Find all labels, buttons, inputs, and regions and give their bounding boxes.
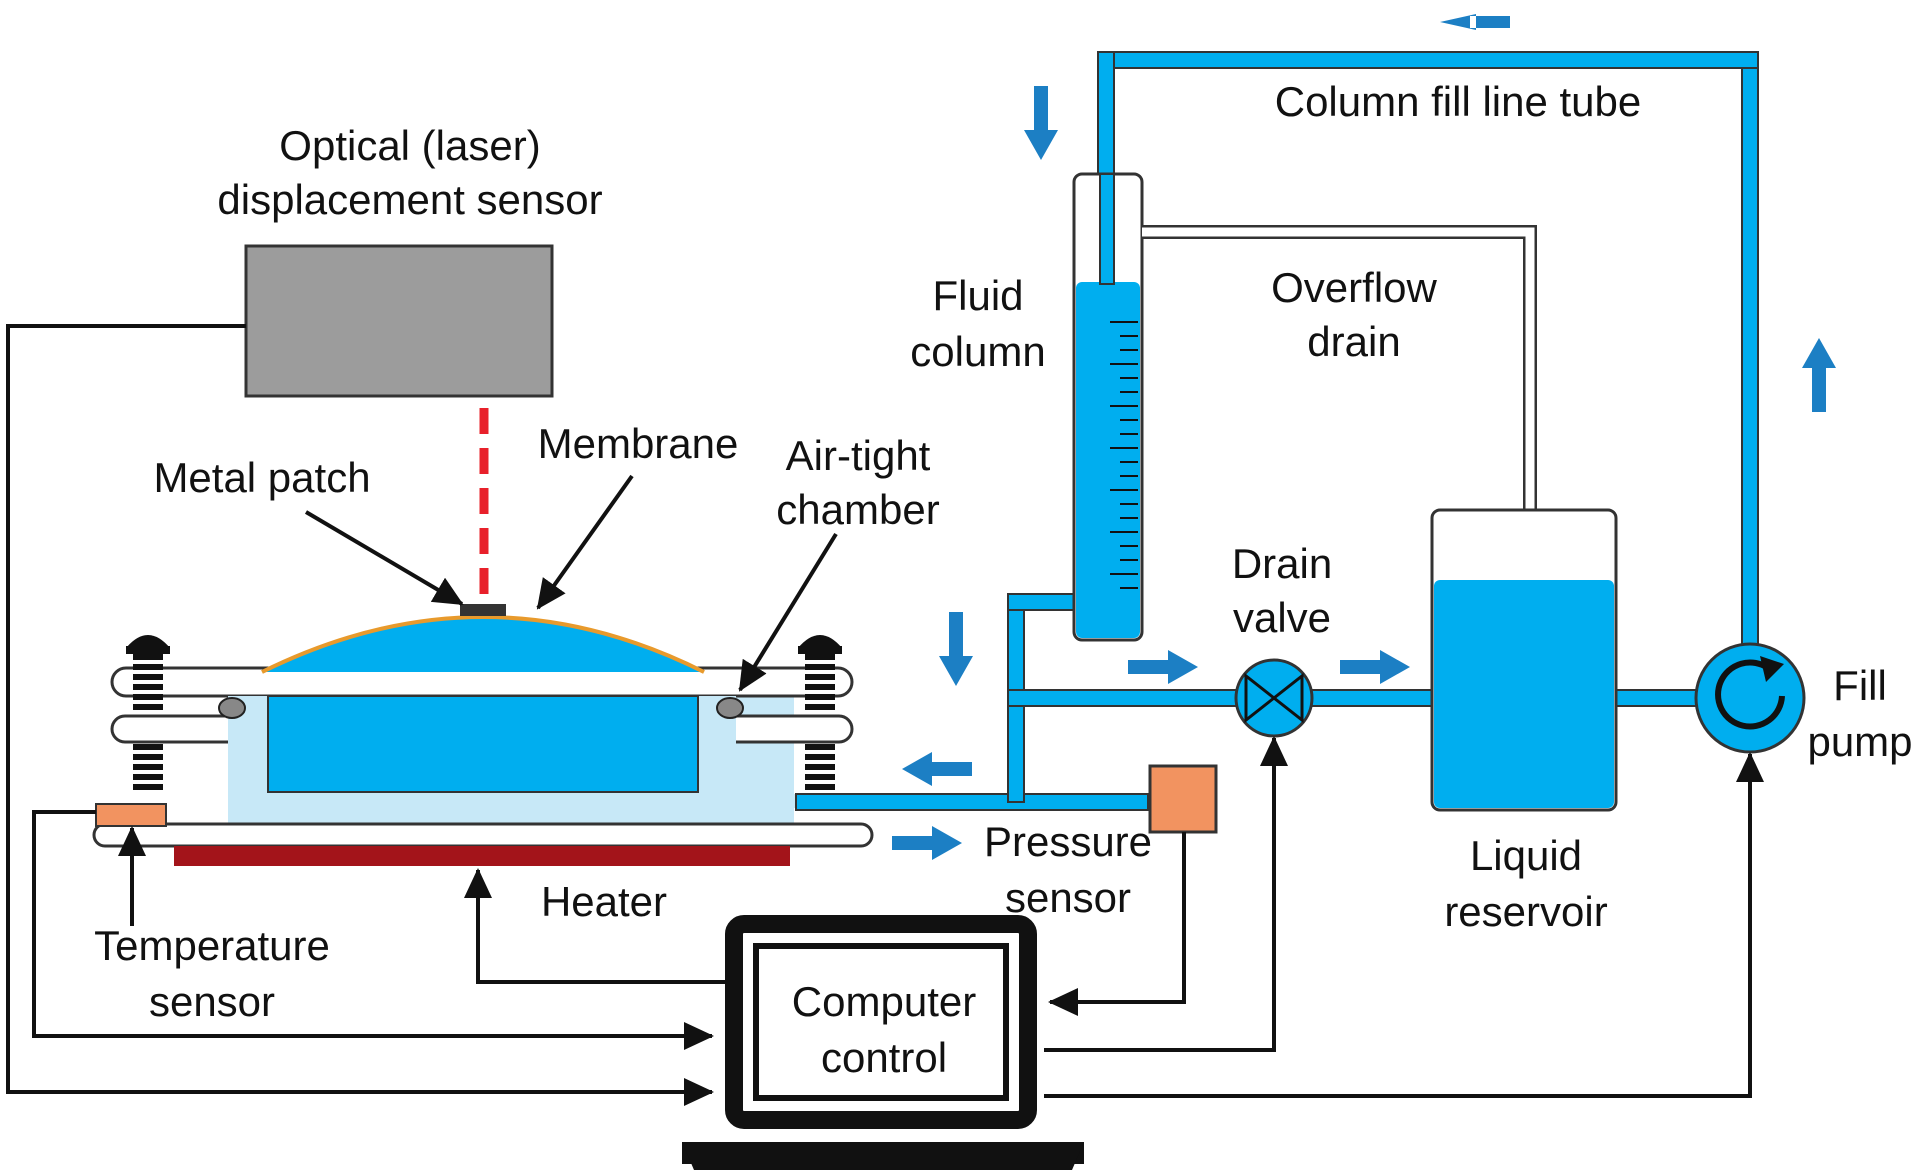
label-membrane: Membrane (538, 420, 739, 467)
label-temperature-sensor-1: Temperature (94, 922, 330, 969)
fluid-column-liquid (1076, 282, 1140, 638)
label-fill-pump-2: pump (1807, 718, 1912, 765)
chamber-port (730, 794, 796, 808)
top-plate (110, 666, 854, 698)
label-heater: Heater (541, 878, 667, 925)
flow-arrows (892, 14, 1836, 860)
chamber-fluid (267, 695, 699, 793)
optical-sensor-box (244, 244, 554, 398)
reservoir-liquid (1434, 580, 1614, 808)
label-overflow-1: Overflow (1271, 264, 1437, 311)
label-metal-patch: Metal patch (153, 454, 370, 501)
line-optical-to-computer (6, 324, 714, 1106)
label-overflow-2: drain (1307, 318, 1400, 365)
flow-arrow-top-left (1440, 14, 1510, 30)
line-computer-to-heater (464, 868, 734, 984)
pointer-air-tight (738, 532, 838, 692)
overflow-drain-inner (1142, 227, 1535, 510)
line-temp-to-computer (32, 810, 714, 1050)
tube-fill-vertical-right (1741, 51, 1759, 673)
signal-lines (6, 324, 1764, 1106)
label-fill-pump-1: Fill (1833, 662, 1887, 709)
label-computer-2: control (821, 1034, 947, 1081)
label-reservoir-1: Liquid (1470, 832, 1582, 879)
bottom-plate (92, 822, 874, 848)
fill-pump (1694, 642, 1806, 754)
label-drain-valve-1: Drain (1232, 540, 1332, 587)
label-air-tight-2: chamber (776, 486, 939, 533)
label-pressure-sensor-2: sensor (1005, 874, 1131, 921)
metal-patch (460, 604, 506, 616)
label-reservoir-2: reservoir (1444, 888, 1607, 935)
label-air-tight-1: Air-tight (786, 432, 931, 479)
flow-arrow-left-chamber (902, 752, 972, 786)
label-pressure-sensor-1: Pressure (984, 818, 1152, 865)
drain-valve (1234, 658, 1314, 738)
line-computer-to-pump (1044, 752, 1764, 1098)
tube-main-line (1007, 689, 1727, 707)
flow-arrow-up-right (1802, 338, 1836, 412)
label-fluid-column-1: Fluid (932, 272, 1023, 319)
column-scale (1110, 321, 1138, 589)
flow-arrow-right-2 (1340, 650, 1410, 684)
heater (174, 846, 790, 866)
fill-tube-inside-column (1099, 173, 1115, 285)
flow-arrow-down-column (1024, 86, 1058, 160)
screw-right (798, 635, 842, 790)
flow-arrow-down-junction (939, 612, 973, 686)
label-column-fill-line: Column fill line tube (1275, 78, 1642, 125)
label-fluid-column-2: column (910, 328, 1045, 375)
screw-left (126, 635, 170, 790)
label-optical-sensor-1: Optical (laser) (279, 122, 540, 169)
line-computer-to-valve (1044, 736, 1288, 1052)
tube-chamber-outlet (795, 793, 1149, 811)
flow-arrow-right-pressure (892, 826, 962, 860)
pointer-membrane (536, 474, 634, 610)
label-optical-sensor-2: displacement sensor (217, 176, 602, 223)
line-pressure-to-computer (1048, 832, 1186, 1016)
gasket-right (716, 697, 744, 719)
temperature-sensor (95, 803, 167, 827)
laptop (682, 915, 1084, 1170)
label-drain-valve-2: valve (1233, 594, 1331, 641)
flow-arrow-right-1 (1128, 650, 1198, 684)
gasket-left (218, 697, 246, 719)
tube-fill-top (1097, 51, 1759, 69)
label-temperature-sensor-2: sensor (149, 978, 275, 1025)
label-computer-1: Computer (792, 978, 976, 1025)
membrane (261, 615, 705, 674)
pointer-metal-patch (304, 510, 464, 606)
pressure-sensor (1148, 764, 1218, 834)
